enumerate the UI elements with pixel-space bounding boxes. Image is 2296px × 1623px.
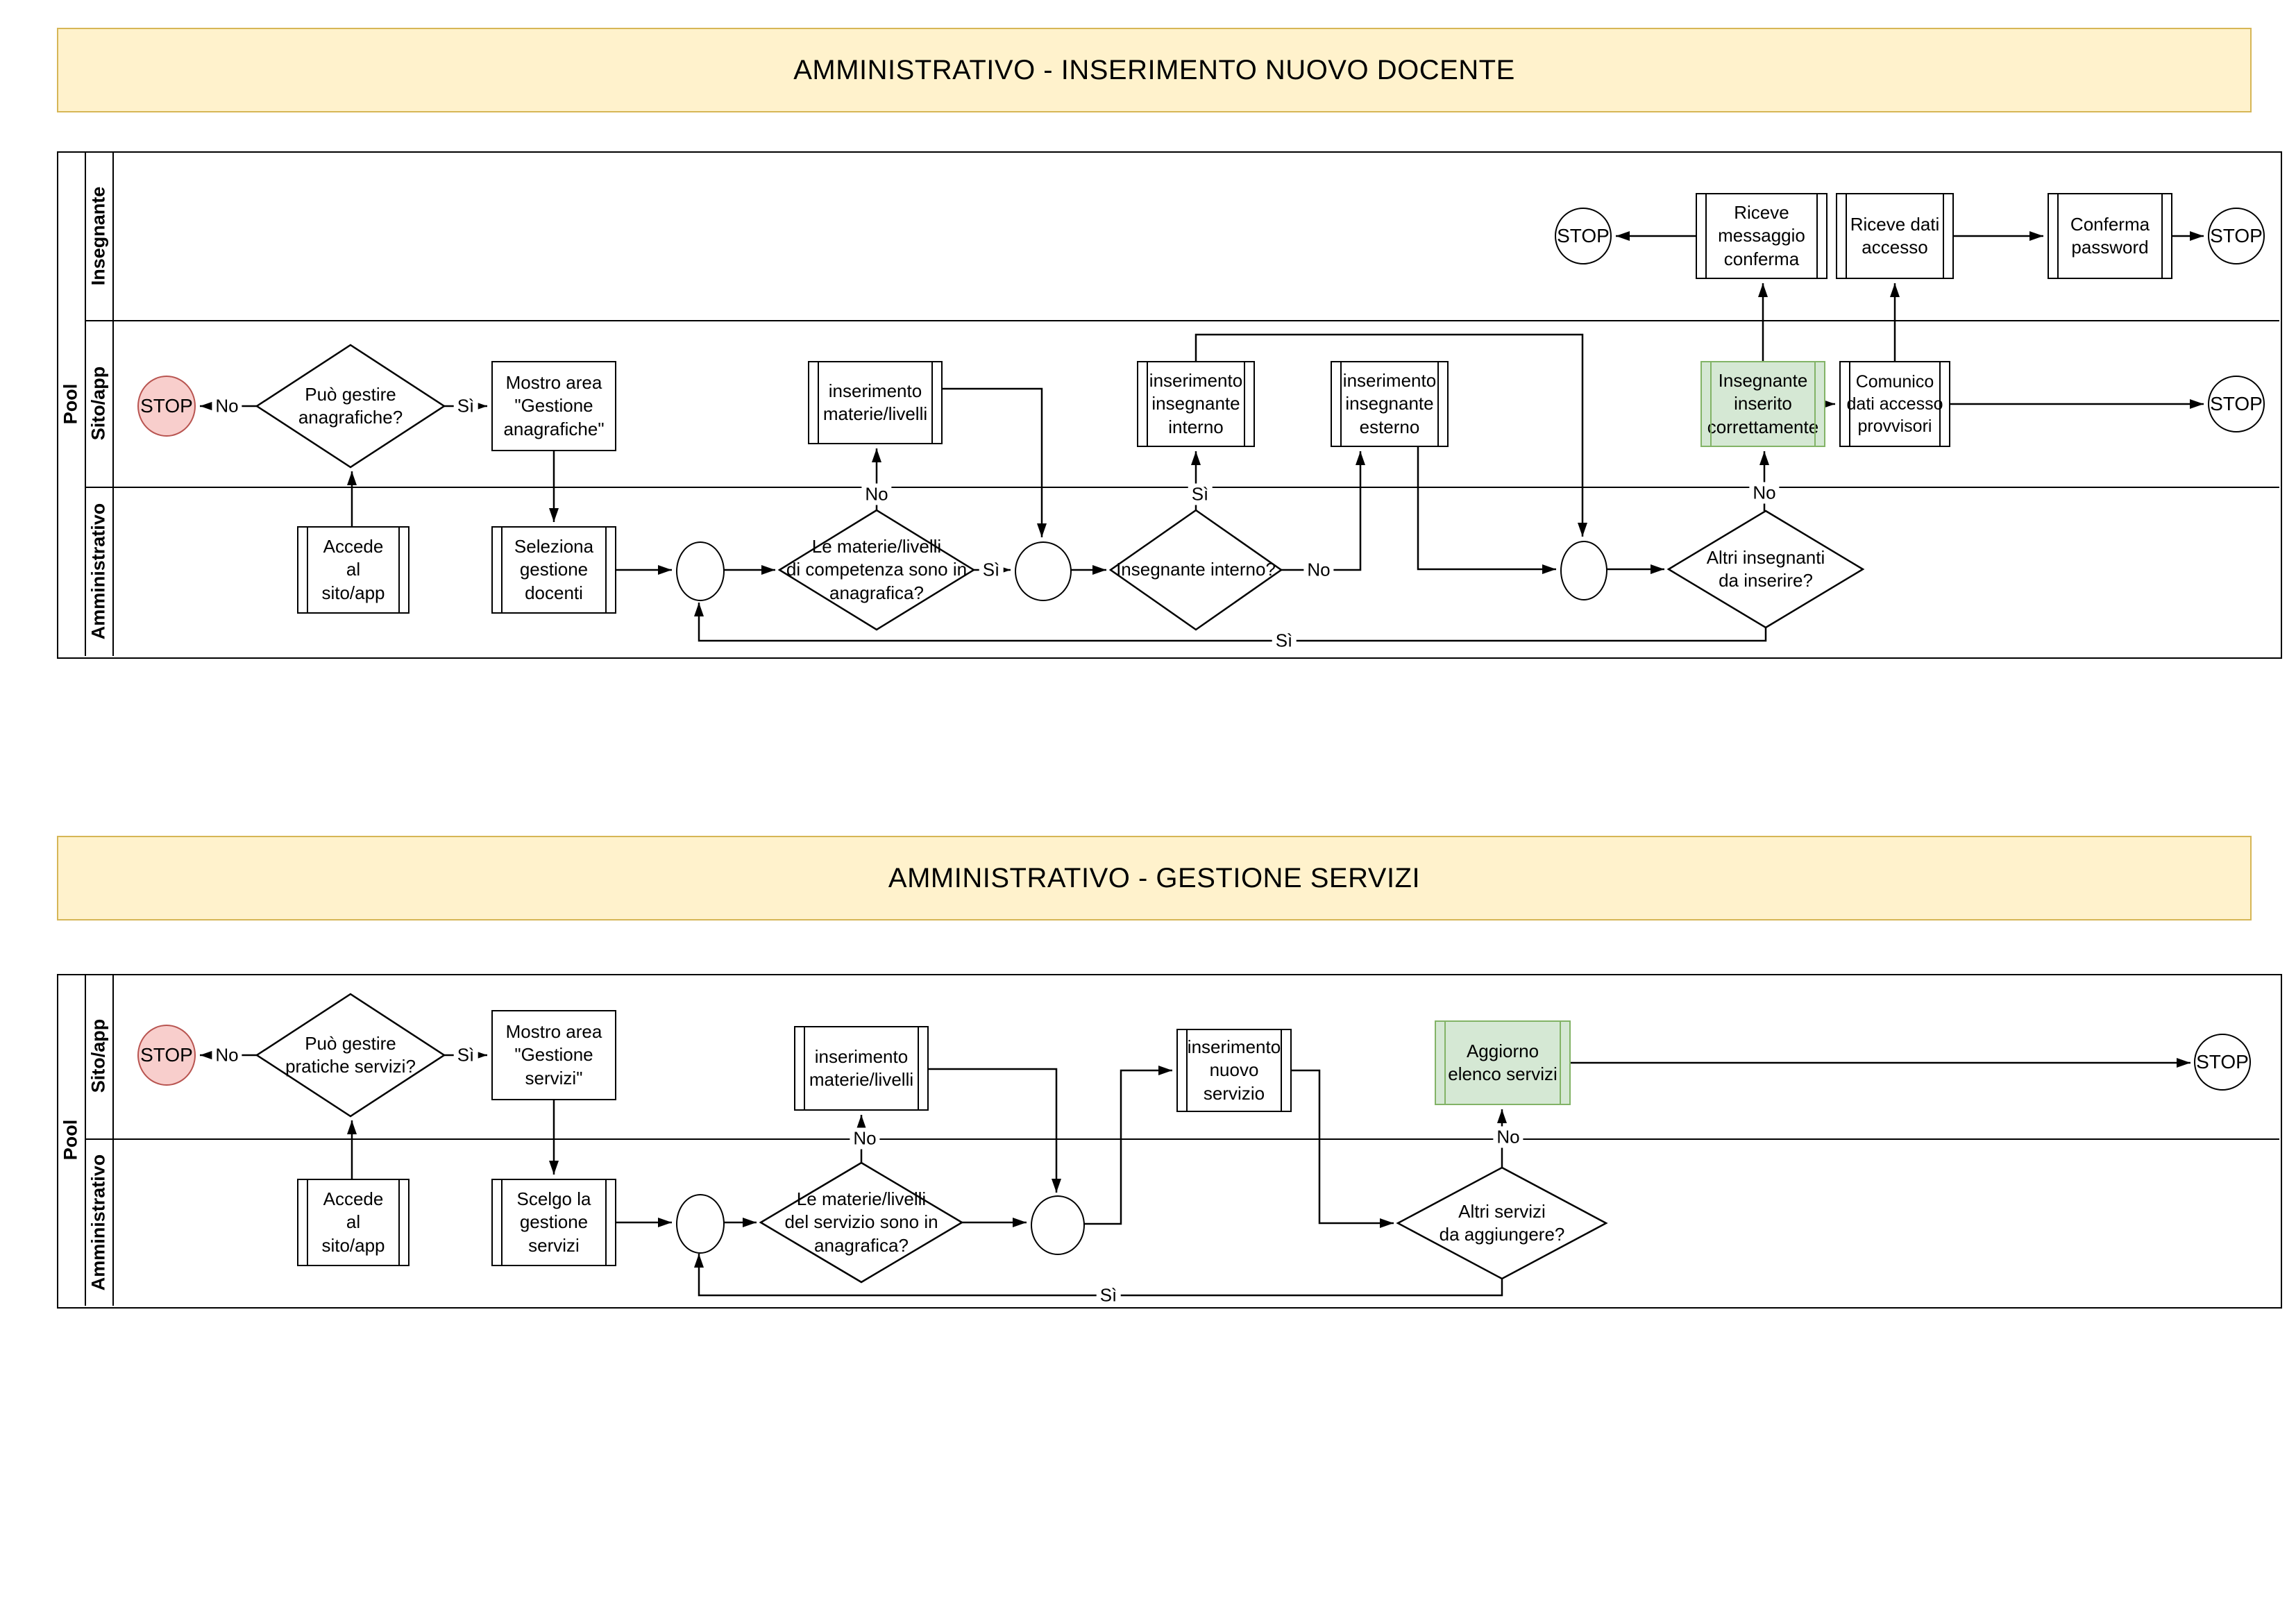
pool2-lane-divider-1 [85,1138,2279,1140]
p2-scelgo-box: Scelgo la gestione servizi [491,1179,616,1266]
p1-label-materie-si: Sì [979,559,1004,581]
flow-p1-interno-to-merge3 [1195,333,1587,537]
p1-mostro-area-box: Mostro area "Gestione anagrafiche" [491,361,616,451]
pool2-pool-column-divider [85,974,86,1306]
pool1-lane-amministrativo-label: Amministrativo [87,503,109,640]
p2-inserimento-materie-box: inserimento materie/livelli [794,1026,929,1111]
p1-merge-circle-3 [1560,541,1607,600]
p2-accede-box: Accede al sito/app [297,1179,410,1266]
pool2-lane-sito-app-label: Sito/app [87,1018,109,1093]
p1-label-interno-si: Sì [1188,483,1213,505]
pool1-lane-sito-app-label: Sito/app [87,366,109,441]
p2-decision-gestire-servizi-label: Può gestire pratiche servizi? [285,1032,416,1077]
pool1-pool-label: Pool [60,383,81,425]
p1-label-altri-no: No [1749,482,1780,504]
flow-p2-insmaterie-to-merge2 [929,1068,1061,1193]
p1-merge-circle-2 [1015,541,1072,601]
p1-stop-start: STOP [137,376,196,437]
pool1-lane-label-divider [112,151,114,656]
p1-decision-altri-label: Altri insegnanti da inserire? [1706,546,1825,591]
p2-decision-gestire-servizi: Può gestire pratiche servizi? [257,994,444,1116]
p1-conferma-password-box: Conferma password [2048,193,2172,279]
p1-decision-materie: Le materie/livelli di competenza sono in… [779,510,974,630]
p1-decision-interno-label: Insegnante interno? [1116,559,1276,580]
pool2-lane-amministrativo-label: Amministrativo [87,1154,109,1291]
p1-riceve-dati-box: Riceve dati accesso [1836,193,1954,279]
p1-label-altri-si: Sì [1272,630,1297,652]
p1-label-materie-no: No [861,483,892,505]
p1-merge-circle-1 [676,541,725,601]
pool1-frame [57,151,2282,659]
p2-decision-altri: Altri servizi da aggiungere? [1398,1168,1606,1279]
p1-inserimento-materie-box: inserimento materie/livelli [808,361,943,444]
p2-label-gestire-si: Sì [453,1044,478,1066]
p2-decision-materie: Le materie/livelli del servizio sono in … [761,1163,962,1282]
p1-label-gestire-si: Sì [453,395,478,417]
pool2-pool-label: Pool [60,1119,81,1161]
pool1-lane-insegnante-label: Insegnante [87,186,109,286]
p2-label-altri-si: Sì [1096,1284,1121,1306]
flow-p1-daltri-si-loop [694,603,1767,642]
p2-inserimento-nuovo-box: inserimento nuovo servizio [1176,1029,1292,1112]
pool1-pool-column-divider [85,151,86,656]
p1-decision-gestire-anagrafiche-label: Può gestire anagrafiche? [298,383,403,428]
flow-p2-insnuovo-to-daltri [1292,1069,1394,1228]
p2-label-materie-no: No [850,1127,880,1150]
p2-label-altri-no: No [1493,1126,1523,1148]
pool1-title-banner: AMMINISTRATIVO - INSERIMENTO NUOVO DOCEN… [57,28,2252,112]
pool2-lane-label-divider [112,974,114,1306]
pool1-lane-divider-1 [85,320,2279,321]
p1-stop-insegnante-1: STOP [1555,208,1612,264]
p1-decision-materie-label: Le materie/livelli di competenza sono in… [786,536,968,603]
flow-p2-merge2-to-insnuovo [1082,1066,1172,1225]
p1-decision-gestire-anagrafiche: Può gestire anagrafiche? [257,345,444,467]
pool2-title-banner: AMMINISTRATIVO - GESTIONE SERVIZI [57,836,2252,920]
p1-label-gestire-no: No [212,395,242,417]
p2-stop-end: STOP [2194,1034,2251,1091]
p1-decision-interno: Insegnante interno? [1111,510,1281,630]
p2-merge-circle-2 [1031,1195,1085,1255]
p2-stop-start: STOP [137,1025,196,1086]
p1-seleziona-box: Seleziona gestione docenti [491,526,616,614]
p1-riceve-messaggio-box: Riceve messaggio conferma [1696,193,1827,279]
p1-label-interno-no: No [1303,559,1334,581]
pool1-lane-divider-2 [85,487,2279,488]
p1-inserimento-interno-box: inserimento insegnante interno [1137,361,1255,447]
p2-decision-materie-label: Le materie/livelli del servizio sono in … [784,1188,938,1256]
p1-decision-altri: Altri insegnanti da inserire? [1669,511,1863,628]
p1-stop-insegnante-2: STOP [2208,208,2265,264]
p2-label-gestire-no: No [212,1044,242,1066]
p2-decision-altri-label: Altri servizi da aggiungere? [1439,1200,1565,1245]
p2-merge-circle-1 [676,1194,725,1254]
p2-mostro-area-box: Mostro area "Gestione servizi" [491,1010,616,1100]
p1-inserimento-esterno-box: inserimento insegnante esterno [1331,361,1449,447]
p1-accede-box: Accede al sito/app [297,526,410,614]
p1-stop-sito-app: STOP [2208,376,2265,432]
p1-comunico-dati-box: Comunico dati accesso provvisori [1839,361,1950,447]
p2-aggiorno-elenco-box: Aggiorno elenco servizi [1435,1020,1571,1105]
p1-insegnante-inserito-box: Insegnante inserito correttamente [1700,361,1825,447]
pool2-frame [57,974,2282,1309]
